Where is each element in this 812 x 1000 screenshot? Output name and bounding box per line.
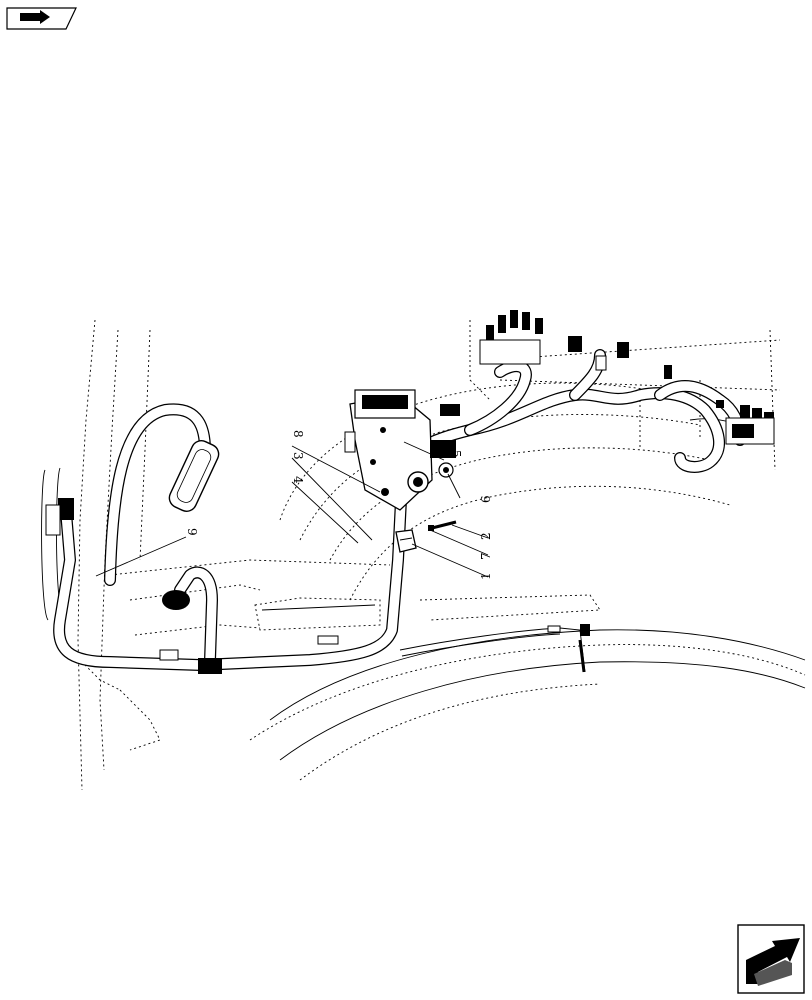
callout-labels: 1 2 3 4 5 6 7 8 9 xyxy=(185,430,493,580)
sensor-connector xyxy=(547,624,590,673)
harness-label-tag xyxy=(168,440,220,512)
harness-end-connector xyxy=(45,498,74,536)
bolt-part xyxy=(428,520,457,531)
callout-leaders xyxy=(95,441,489,578)
hand-pointer-icon[interactable] xyxy=(6,7,77,30)
callout-9: 9 xyxy=(185,528,199,536)
control-module-bracket xyxy=(344,389,460,511)
callout-2: 2 xyxy=(479,532,493,540)
cab-floor-outline xyxy=(109,559,806,781)
harness-clip-part xyxy=(395,529,417,553)
callout-4: 4 xyxy=(291,476,305,484)
next-arrow-icon[interactable] xyxy=(737,924,805,994)
fuse-relay-block xyxy=(479,310,629,371)
rear-plug-connector xyxy=(159,590,339,674)
callout-6: 6 xyxy=(479,495,493,503)
grommet-part xyxy=(438,462,454,478)
callout-8: 8 xyxy=(291,430,305,438)
relay-cluster xyxy=(664,365,775,445)
callout-3: 3 xyxy=(291,452,305,460)
callout-5: 5 xyxy=(449,450,463,458)
callout-7: 7 xyxy=(479,552,493,560)
cab-left-pillar xyxy=(41,319,161,791)
callout-1: 1 xyxy=(479,572,493,580)
